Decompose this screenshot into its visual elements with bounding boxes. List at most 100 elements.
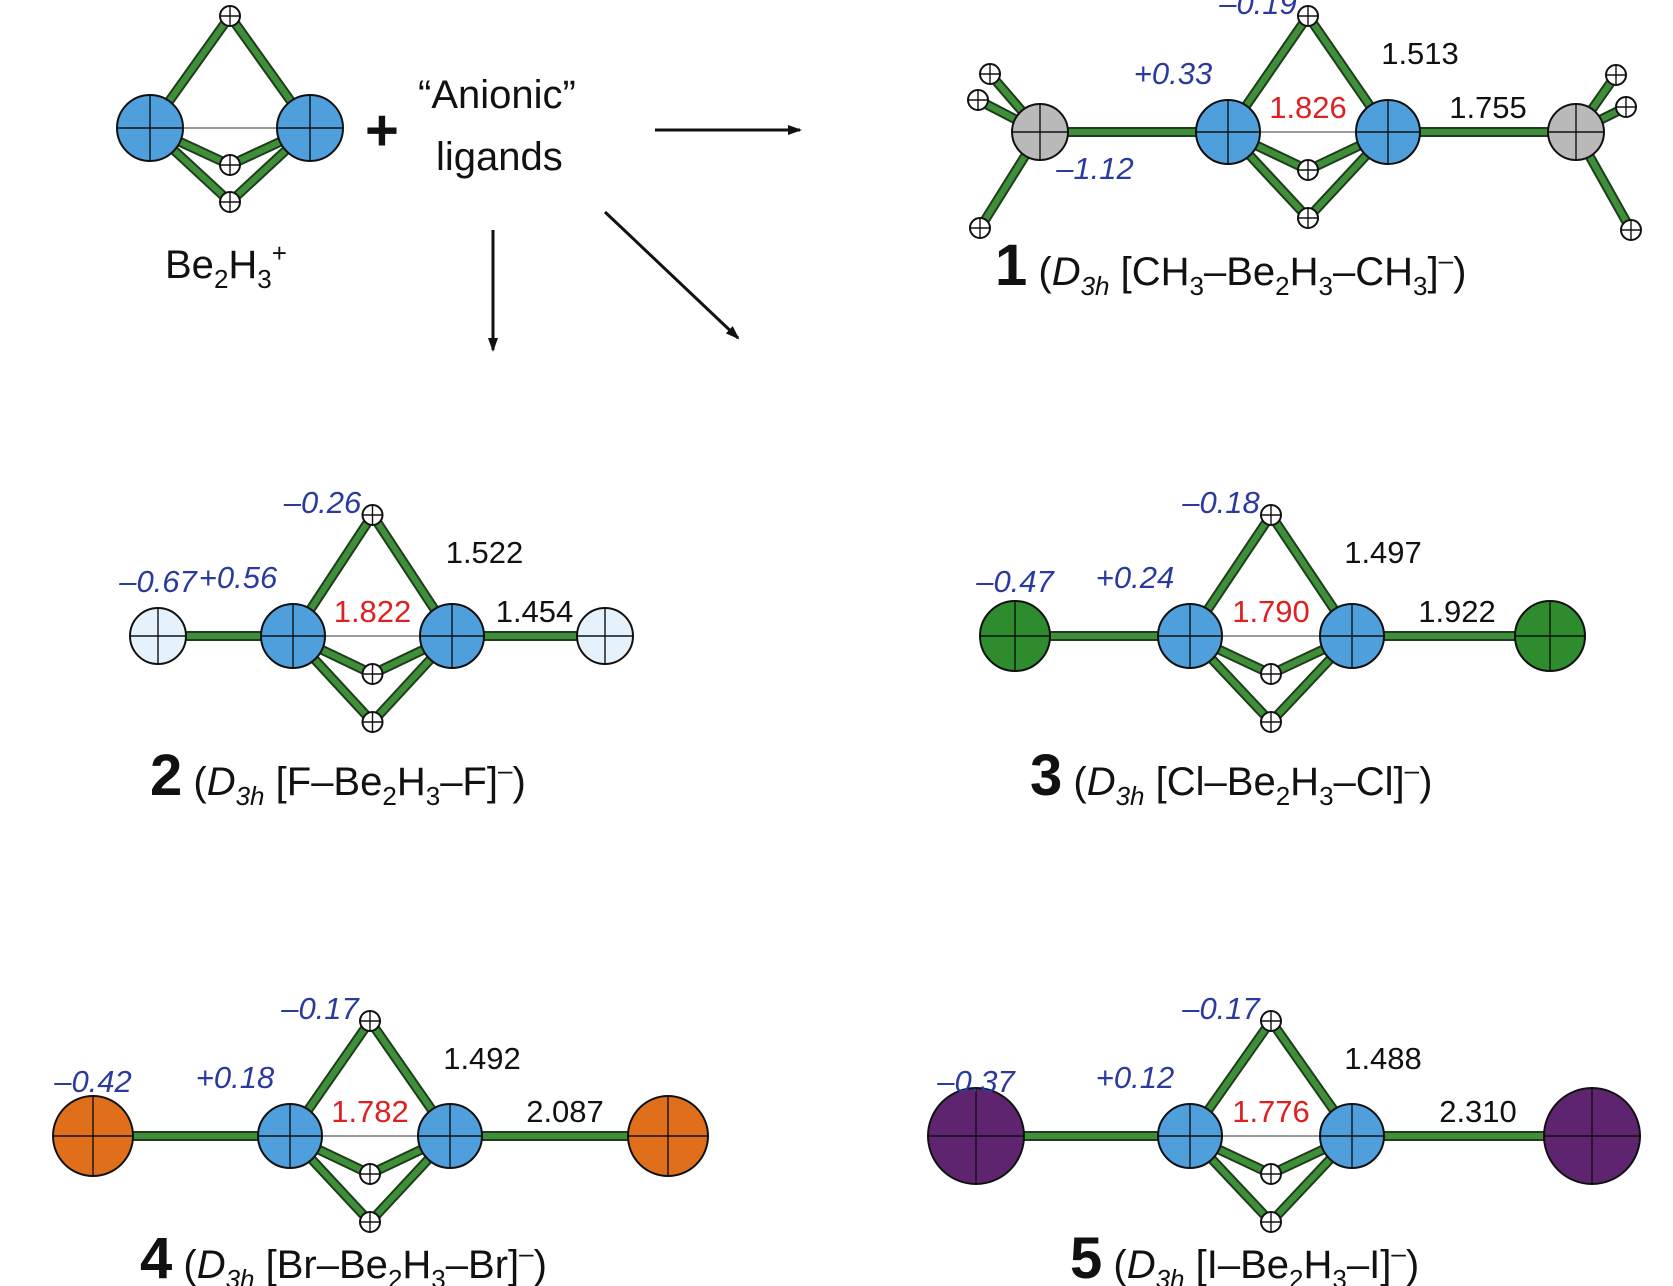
be-x-distance: 1.454 — [496, 594, 574, 629]
beryllium-charge: +0.56 — [199, 560, 278, 595]
caption-paren-close: ) — [1453, 250, 1466, 294]
be-be-distance: 1.822 — [334, 594, 412, 629]
be-h-distance: 1.497 — [1344, 535, 1422, 570]
formula-subscript: 2 — [1275, 271, 1289, 301]
arrow-diagonal — [603, 210, 740, 340]
structure-number: 5 — [1070, 1226, 1102, 1286]
be-x-distance: 2.087 — [526, 1094, 604, 1129]
be-h-distance: 1.492 — [443, 1041, 521, 1076]
reactant-label: Be2H3+ — [165, 238, 287, 294]
formula-superscript: – — [498, 755, 513, 785]
formula-subscript: 3 — [1413, 271, 1427, 301]
structure-caption: 2 (D3h [F–Be2H3–F]–) — [150, 743, 526, 811]
formula-subscript: 2 — [388, 1264, 402, 1286]
be-h-distance: 1.488 — [1344, 1041, 1422, 1076]
ligand-charge: –0.42 — [53, 1064, 132, 1099]
formula-part: –CH — [1333, 250, 1413, 294]
structure-number: 2 — [150, 743, 182, 808]
beryllium-charge: +0.33 — [1134, 56, 1212, 91]
point-group: D — [1052, 250, 1081, 294]
hydrogen-charge: –0.17 — [280, 991, 360, 1026]
formula-part: –Cl] — [1334, 760, 1405, 804]
ligand-charge: –0.67 — [118, 564, 198, 599]
structure-number: 1 — [995, 233, 1027, 298]
formula-part: H — [1290, 760, 1319, 804]
formula-part: [Br–Be — [266, 1243, 388, 1286]
structure-caption: 3 (D3h [Cl–Be2H3–Cl]–) — [1030, 743, 1432, 811]
formula-part: [Cl–Be — [1156, 760, 1276, 804]
be-be-distance: 1.782 — [331, 1094, 409, 1129]
formula-subscript: 2 — [382, 781, 396, 811]
hydrogen-charge: –0.26 — [283, 485, 362, 520]
formula-subscript: 3 — [431, 1264, 445, 1286]
structure-caption: 4 (D3h [Br–Be2H3–Br]–) — [140, 1226, 547, 1286]
formula-part: H — [397, 760, 426, 804]
caption-paren: ( — [1062, 760, 1087, 804]
beryllium-charge: +0.12 — [1096, 1060, 1174, 1095]
formula-subscript: 2 — [1276, 781, 1290, 811]
structure-3: 1.790 1.497 1.922 –0.18 +0.24 –0.47 3 (D3h [Cl… — [975, 485, 1586, 811]
caption-paren-close: ) — [512, 760, 525, 804]
caption-paren-close: ) — [534, 1243, 547, 1286]
formula-subscript: 3 — [426, 781, 440, 811]
beryllium-charge: +0.24 — [1096, 560, 1174, 595]
ligand-charge: –1.12 — [1055, 151, 1134, 186]
formula-part: H — [1290, 250, 1319, 294]
caption-paren: ( — [1102, 1243, 1127, 1286]
point-group-subscript: 3h — [1156, 1264, 1185, 1286]
caption-paren-close: ) — [1406, 1243, 1419, 1286]
formula-subscript: 2 — [1289, 1264, 1303, 1286]
structure-1: 1.826 1.513 1.755 –0.19 +0.33 –1.12 1 (D3h [CH… — [967, 0, 1642, 301]
formula-part: [I–Be — [1196, 1243, 1289, 1286]
caption-paren: ( — [182, 760, 207, 804]
structure-caption: 1 (D3h [CH3–Be2H3–CH3]–) — [995, 233, 1466, 301]
ligand-charge: –0.47 — [975, 564, 1055, 599]
point-group-subscript: 3h — [1081, 271, 1110, 301]
beryllium-charge: +0.18 — [196, 1060, 275, 1095]
point-group-subscript: 3h — [236, 781, 265, 811]
caption-space — [265, 760, 276, 804]
be-be-distance: 1.826 — [1269, 90, 1347, 125]
reactant-molecule — [116, 5, 344, 213]
caption-space — [255, 1243, 266, 1286]
formula-superscript: – — [519, 1238, 534, 1268]
be-be-distance: 1.790 — [1232, 594, 1310, 629]
ligand-label-line2: ligands — [436, 135, 563, 179]
structure-caption: 5 (D3h [I–Be2H3–I]–) — [1070, 1226, 1419, 1286]
point-group: D — [197, 1243, 226, 1286]
be-h-distance: 1.513 — [1381, 36, 1459, 71]
caption-space — [1185, 1243, 1196, 1286]
formula-subscript: 3 — [1319, 271, 1333, 301]
formula-superscript: – — [1439, 245, 1454, 275]
caption-space — [1145, 760, 1156, 804]
ligand-label-line1: “Anionic” — [418, 73, 576, 117]
ligand-charge: –0.37 — [936, 1064, 1016, 1099]
formula-part: ] — [1428, 250, 1439, 294]
caption-paren: ( — [172, 1243, 197, 1286]
structure-number: 3 — [1030, 743, 1062, 808]
hydrogen-charge: –0.19 — [1218, 0, 1297, 21]
structure-number: 4 — [140, 1226, 172, 1286]
hydrogen-charge: –0.18 — [1181, 485, 1260, 520]
caption-space — [1110, 250, 1121, 294]
hydrogen-charge: –0.17 — [1181, 991, 1261, 1026]
be-x-distance: 1.922 — [1418, 594, 1496, 629]
be-be-distance: 1.776 — [1232, 1094, 1310, 1129]
formula-part: –Be — [1204, 250, 1275, 294]
point-group: D — [207, 760, 236, 804]
caption-paren: ( — [1027, 250, 1052, 294]
be-x-distance: 1.755 — [1449, 90, 1527, 125]
formula-part: –I] — [1347, 1243, 1391, 1286]
formula-part: [F–Be — [276, 760, 383, 804]
formula-part: [CH — [1121, 250, 1190, 294]
formula-part: H — [402, 1243, 431, 1286]
formula-subscript: 3 — [1190, 271, 1204, 301]
point-group-subscript: 3h — [226, 1264, 255, 1286]
formula-subscript: 3 — [1332, 1264, 1346, 1286]
point-group: D — [1087, 760, 1116, 804]
formula-part: –F] — [440, 760, 498, 804]
formula-subscript: 3 — [1319, 781, 1333, 811]
